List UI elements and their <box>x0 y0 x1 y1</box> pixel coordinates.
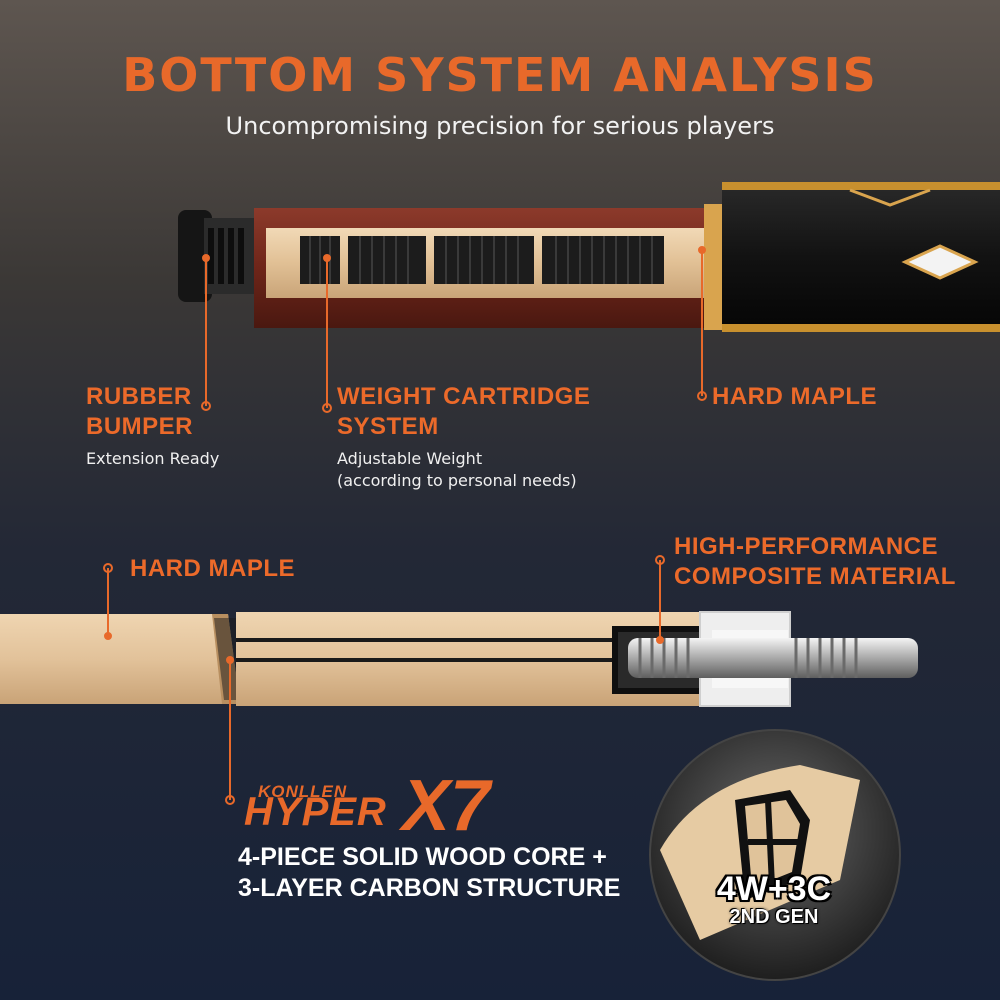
hard-maple-top-label: HARD MAPLE <box>712 383 877 410</box>
weight-cartridge-part <box>266 228 710 298</box>
composite-material-label: HIGH-PERFORMANCE COMPOSITE MATERIAL <box>674 533 956 590</box>
cue-joint-illustration <box>0 611 918 707</box>
rubber-bumper-part <box>178 210 254 302</box>
bottom-leader-lines <box>103 555 665 805</box>
page-title: BOTTOM SYSTEM ANALYSIS <box>122 48 878 102</box>
hard-maple-bottom-label: HARD MAPLE <box>130 555 295 582</box>
cross-section-detail <box>649 729 901 981</box>
maple-ring <box>704 204 722 330</box>
top-leader-lines <box>201 246 707 413</box>
rubber-bumper-label: RUBBER BUMPER <box>86 383 194 440</box>
structure-description: 4-PIECE SOLID WOOD CORE + 3-LAYER CARBON… <box>238 843 621 902</box>
brand-series: X7 <box>402 766 491 846</box>
brand-maker: KONLLEN <box>258 782 348 801</box>
page-subtitle: Uncompromising precision for serious pla… <box>225 112 775 140</box>
weight-cartridge-label: WEIGHT CARTRIDGE SYSTEM <box>337 383 591 440</box>
wrap-section <box>722 182 1000 332</box>
weight-cartridge-description: Adjustable Weight (according to personal… <box>337 449 577 490</box>
badge-main-text: 4W+3C <box>716 870 832 908</box>
brand-product: HYPER <box>244 790 387 834</box>
rubber-bumper-description: Extension Ready <box>86 449 220 468</box>
badge-sub-text: 2ND GEN <box>729 906 819 928</box>
